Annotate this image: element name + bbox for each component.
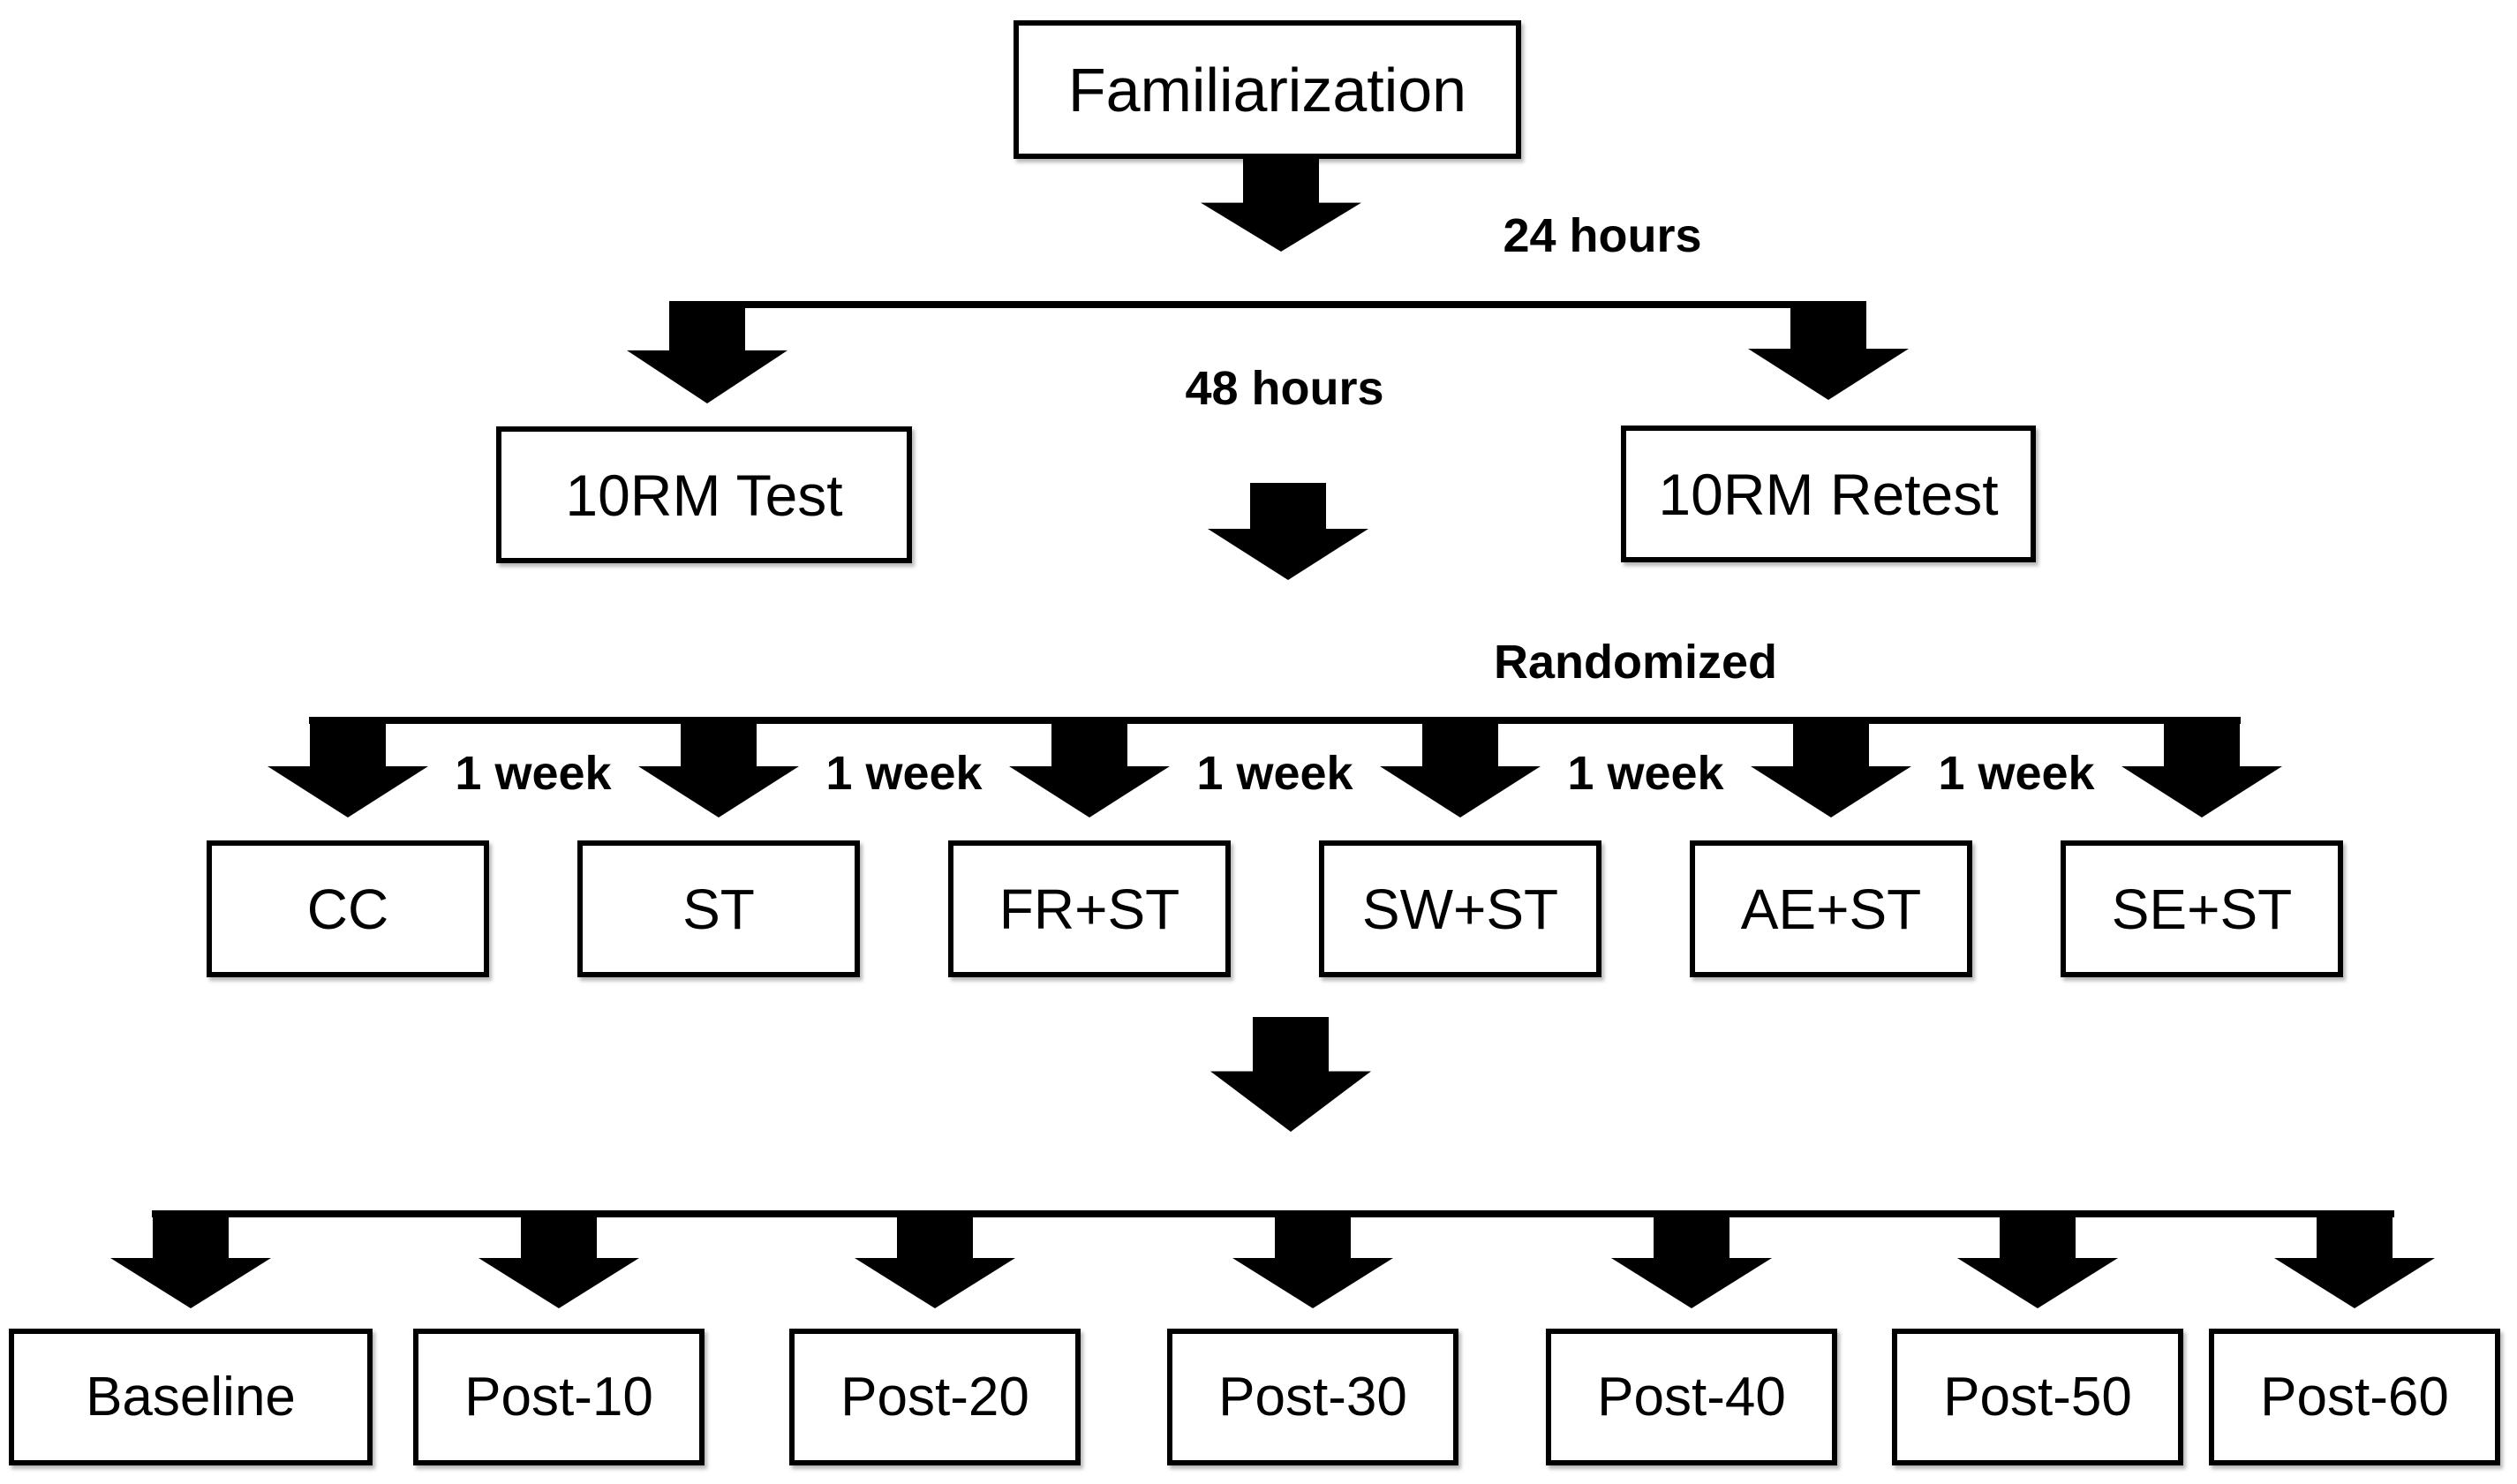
down-arrow-post-50	[1957, 1213, 2118, 1308]
down-arrow-group-sw-st	[1380, 720, 1541, 817]
down-arrow-group-ae-st	[1751, 720, 1911, 817]
down-arrow-familiarization	[1201, 159, 1361, 252]
group-box-cc: CC	[207, 840, 489, 977]
down-arrow-post-40	[1611, 1213, 1772, 1308]
timepoint-box-post-20: Post-20	[789, 1329, 1081, 1465]
timepoint-box-post-50: Post-50	[1892, 1329, 2183, 1465]
label-48-hours: 48 hours	[1185, 362, 1384, 415]
down-arrow-to-10rm-test	[627, 303, 788, 403]
down-arrow-post-10	[479, 1213, 639, 1308]
down-arrow-to-10rm-retest	[1748, 303, 1909, 400]
label-1-week-4: 1 week	[1567, 747, 1724, 800]
box-10rm-test: 10RM Test	[496, 426, 912, 563]
down-arrow-group-st	[638, 720, 799, 817]
down-arrow-post-60	[2274, 1213, 2435, 1308]
label-1-week-1: 1 week	[455, 747, 612, 800]
familiarization-box: Familiarization	[1014, 20, 1521, 159]
down-arrow-post-30	[1232, 1213, 1393, 1308]
down-arrow-to-timepoints	[1210, 1017, 1371, 1132]
label-randomized: Randomized	[1494, 636, 1778, 689]
timepoint-box-post-40: Post-40	[1546, 1329, 1837, 1465]
connector-line-level-3	[309, 717, 2241, 724]
down-arrow-post-20	[855, 1213, 1015, 1308]
connector-line-level-4	[152, 1210, 2394, 1217]
down-arrow-group-fr-st	[1009, 720, 1170, 817]
box-10rm-retest: 10RM Retest	[1621, 426, 2036, 562]
connector-line-level-2	[669, 301, 1866, 308]
label-1-week-5: 1 week	[1938, 747, 2095, 800]
group-box-se-st: SE+ST	[2061, 840, 2343, 977]
down-arrow-group-cc	[268, 720, 428, 817]
timepoint-box-baseline: Baseline	[9, 1329, 373, 1465]
down-arrow-to-randomization	[1208, 483, 1368, 580]
label-1-week-2: 1 week	[825, 747, 983, 800]
label-1-week-3: 1 week	[1196, 747, 1353, 800]
timepoint-box-post-10: Post-10	[413, 1329, 705, 1465]
group-box-fr-st: FR+ST	[948, 840, 1231, 977]
label-24-hours: 24 hours	[1503, 209, 1702, 262]
group-box-sw-st: SW+ST	[1319, 840, 1601, 977]
down-arrow-group-se-st	[2121, 720, 2282, 817]
down-arrow-baseline	[110, 1213, 271, 1308]
group-box-ae-st: AE+ST	[1690, 840, 1972, 977]
group-box-st: ST	[577, 840, 860, 977]
timepoint-box-post-60: Post-60	[2209, 1329, 2500, 1465]
timepoint-box-post-30: Post-30	[1167, 1329, 1458, 1465]
